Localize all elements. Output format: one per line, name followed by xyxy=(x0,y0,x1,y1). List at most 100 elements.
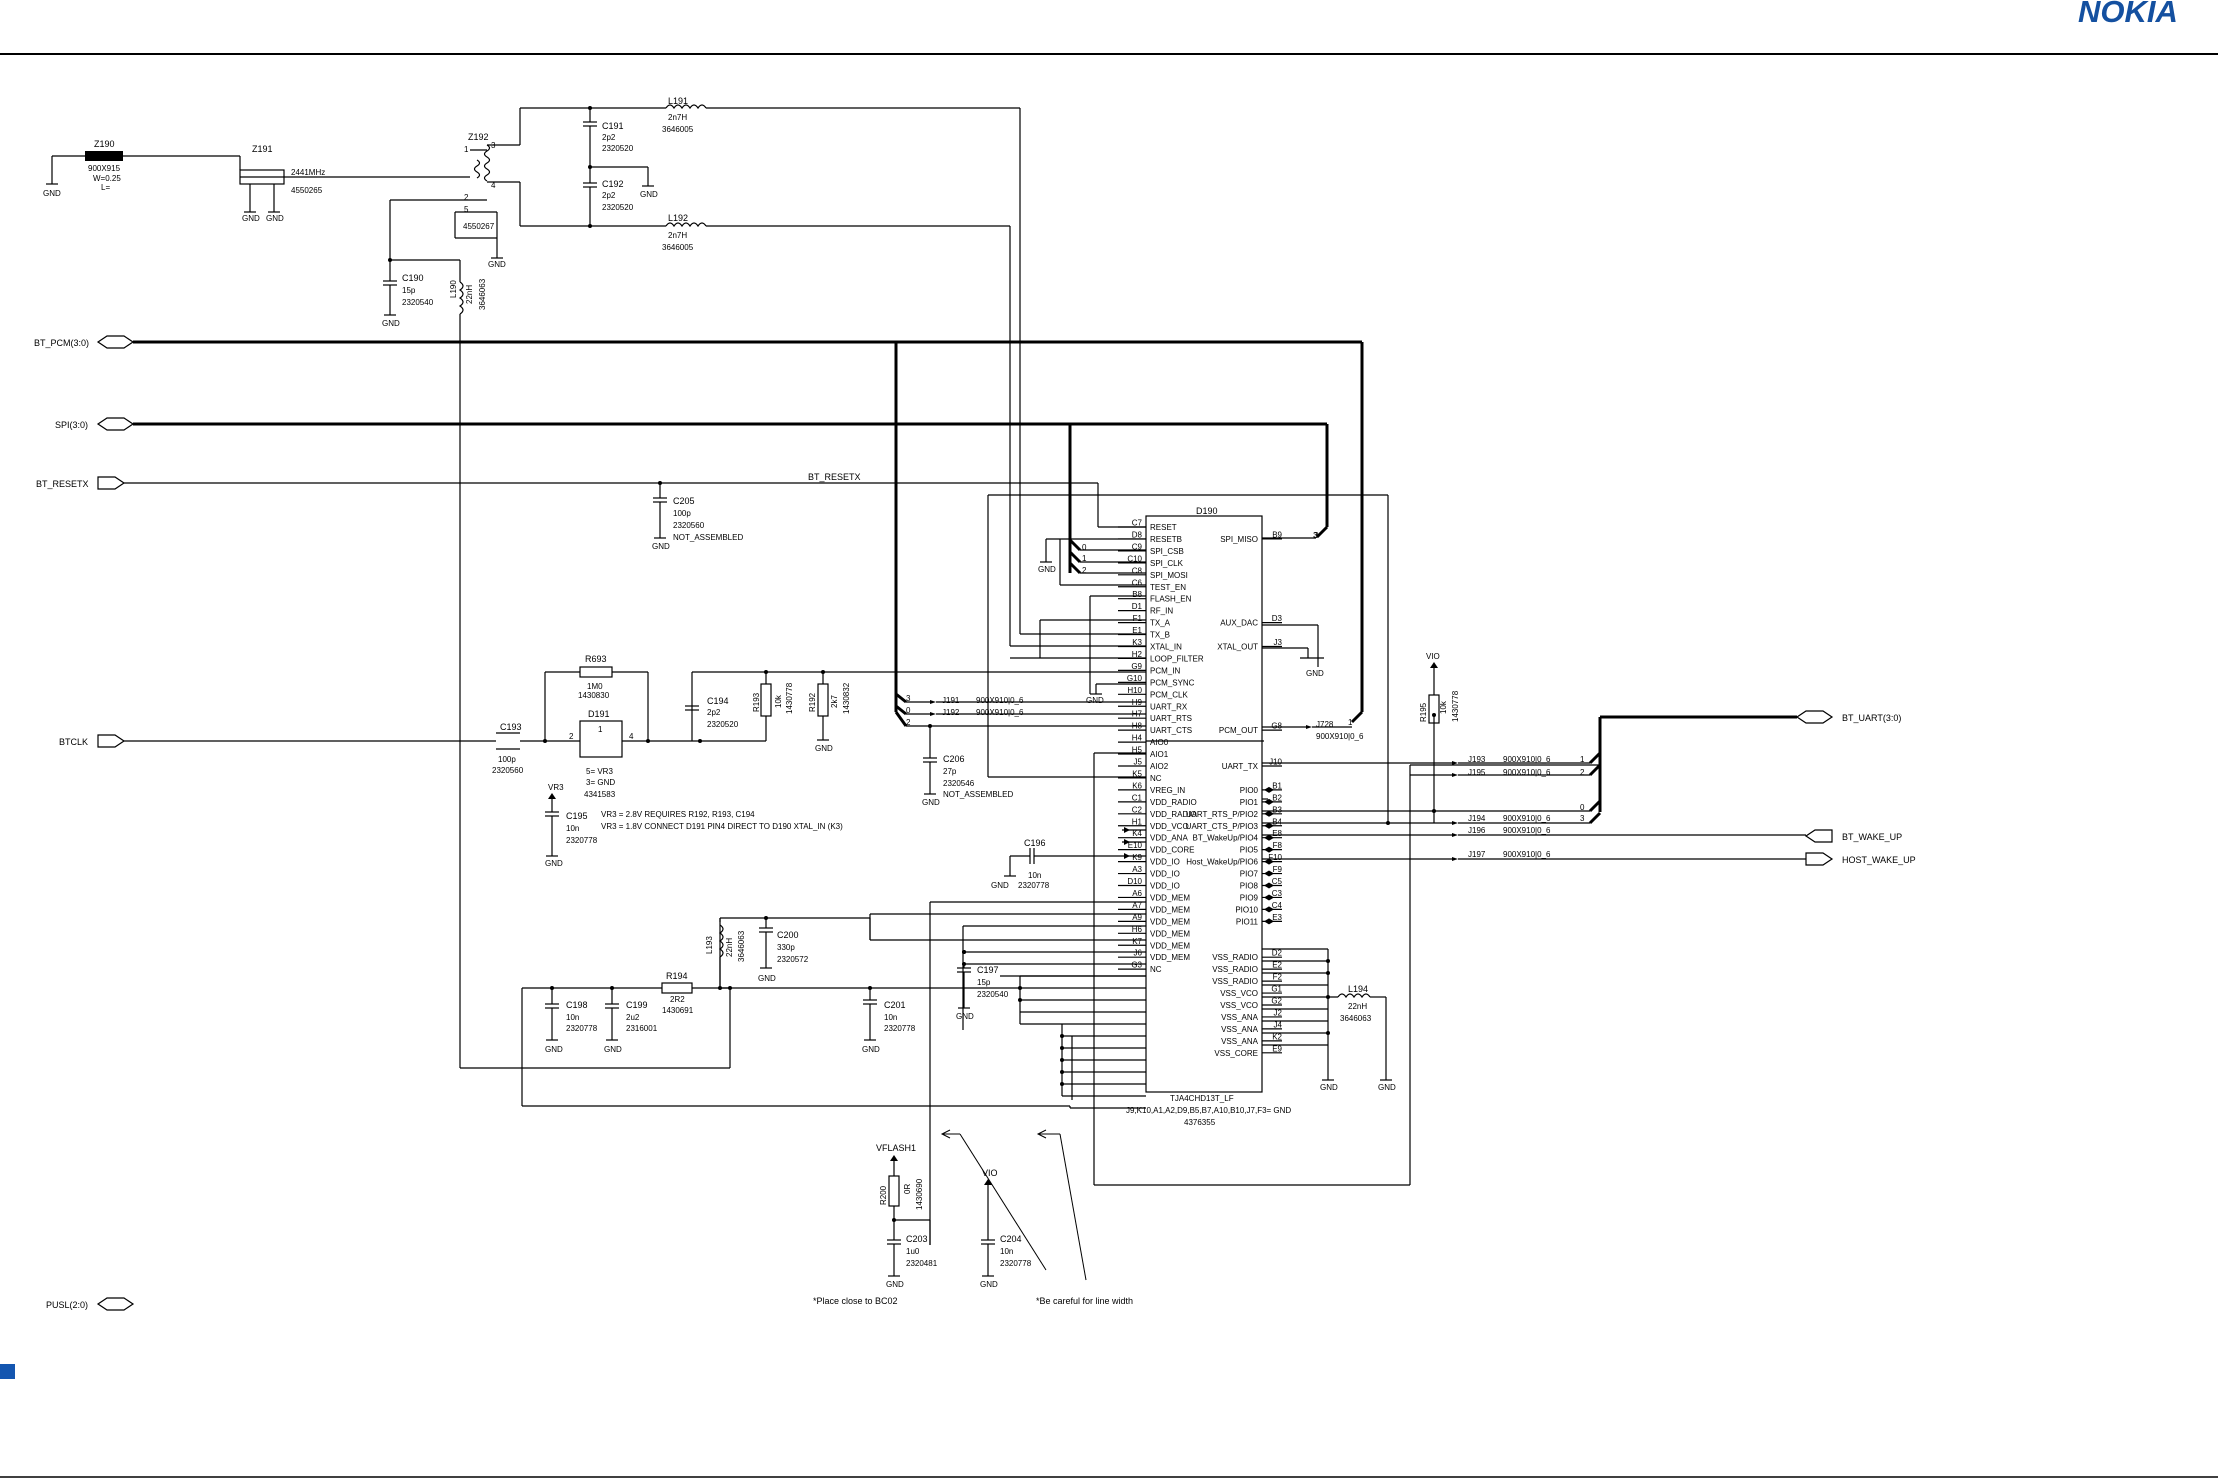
svg-text:C200: C200 xyxy=(777,930,799,940)
svg-text:FLASH_EN: FLASH_EN xyxy=(1150,595,1192,604)
svg-text:2320572: 2320572 xyxy=(777,955,809,964)
svg-text:C4: C4 xyxy=(1272,901,1283,910)
svg-text:3646063: 3646063 xyxy=(1340,1014,1372,1023)
svg-text:PCM_OUT: PCM_OUT xyxy=(1219,726,1258,735)
svg-text:J197: J197 xyxy=(1468,850,1486,859)
svg-text:VSS_ANA: VSS_ANA xyxy=(1221,1013,1259,1022)
svg-text:10n: 10n xyxy=(1000,1247,1013,1256)
svg-text:GND: GND xyxy=(1320,1083,1338,1092)
svg-text:K2: K2 xyxy=(1272,1032,1282,1041)
svg-text:GND: GND xyxy=(922,798,940,807)
svg-text:L191: L191 xyxy=(668,96,688,106)
svg-text:GND: GND xyxy=(886,1280,904,1289)
svg-text:900X910|0_6: 900X910|0_6 xyxy=(1503,850,1551,859)
svg-text:22nH: 22nH xyxy=(465,285,474,304)
svg-text:2R2: 2R2 xyxy=(670,995,685,1004)
svg-text:G1: G1 xyxy=(1271,985,1282,994)
svg-text:Z190: Z190 xyxy=(94,139,115,149)
svg-text:2: 2 xyxy=(569,732,574,741)
svg-text:PIO11: PIO11 xyxy=(1236,917,1259,926)
svg-text:J10: J10 xyxy=(1269,758,1282,767)
svg-text:F2: F2 xyxy=(1273,973,1283,982)
svg-text:Z191: Z191 xyxy=(252,144,273,154)
svg-text:J6: J6 xyxy=(1134,949,1143,958)
svg-text:J191: J191 xyxy=(942,696,960,705)
svg-text:2320778: 2320778 xyxy=(884,1024,916,1033)
svg-text:2320560: 2320560 xyxy=(492,766,524,775)
svg-text:3646063: 3646063 xyxy=(478,278,487,310)
svg-text:XTAL_IN: XTAL_IN xyxy=(1150,643,1182,652)
svg-text:C201: C201 xyxy=(884,1000,906,1010)
svg-text:H10: H10 xyxy=(1127,686,1142,695)
svg-text:C192: C192 xyxy=(602,179,624,189)
pusl-connector: PUSL(2:0) xyxy=(46,1297,135,1311)
svg-text:VFLASH1: VFLASH1 xyxy=(876,1143,916,1153)
pcm-rip: 3 0 2 xyxy=(894,342,1364,727)
svg-text:L192: L192 xyxy=(668,213,688,223)
svg-text:H1: H1 xyxy=(1132,817,1143,826)
svg-text:C3: C3 xyxy=(1272,889,1283,898)
svg-text:G2: G2 xyxy=(1271,997,1282,1006)
svg-text:C206: C206 xyxy=(943,754,965,764)
svg-text:3: 3 xyxy=(1314,531,1319,540)
svg-text:5: 5 xyxy=(464,205,469,214)
svg-text:GND: GND xyxy=(652,542,670,551)
svg-text:E1: E1 xyxy=(1132,626,1142,635)
svg-text:D2: D2 xyxy=(1272,949,1283,958)
svg-text:B3: B3 xyxy=(1272,805,1282,814)
svg-text:VDD_CORE: VDD_CORE xyxy=(1150,846,1194,855)
svg-text:VSS_RADIO: VSS_RADIO xyxy=(1212,953,1258,962)
svg-text:AUX_DAC: AUX_DAC xyxy=(1220,619,1258,628)
d190-part: 4376355 xyxy=(1184,1118,1216,1127)
svg-text:4341583: 4341583 xyxy=(584,790,616,799)
svg-text:RESET: RESET xyxy=(1150,523,1177,532)
svg-text:H7: H7 xyxy=(1132,710,1143,719)
svg-text:D8: D8 xyxy=(1132,530,1143,539)
svg-text:Z192: Z192 xyxy=(468,132,489,142)
svg-text:VSS_RADIO: VSS_RADIO xyxy=(1212,965,1258,974)
svg-text:A6: A6 xyxy=(1132,889,1142,898)
svg-text:R200: R200 xyxy=(879,1185,888,1205)
svg-text:Host_WakeUp/PIO6: Host_WakeUp/PIO6 xyxy=(1186,858,1258,867)
svg-text:0: 0 xyxy=(1082,543,1087,552)
svg-text:UART_RTS_P/PIO2: UART_RTS_P/PIO2 xyxy=(1186,810,1259,819)
svg-text:PUSL(2:0): PUSL(2:0) xyxy=(46,1300,88,1310)
svg-text:A9: A9 xyxy=(1132,913,1142,922)
svg-text:GND: GND xyxy=(266,214,284,223)
svg-text:22nH: 22nH xyxy=(725,938,734,957)
svg-text:GND: GND xyxy=(488,260,506,269)
svg-text:1430778: 1430778 xyxy=(785,682,794,714)
svg-text:R195: R195 xyxy=(1419,702,1428,722)
svg-text:10k: 10k xyxy=(774,694,783,708)
svg-text:2: 2 xyxy=(1580,768,1585,777)
svg-text:C203: C203 xyxy=(906,1234,928,1244)
svg-text:VDD_VCO: VDD_VCO xyxy=(1150,822,1189,831)
svg-text:10n: 10n xyxy=(1028,871,1041,880)
svg-text:900X910|0_6: 900X910|0_6 xyxy=(976,696,1024,705)
svg-text:UART_CTS_P/PIO3: UART_CTS_P/PIO3 xyxy=(1186,822,1259,831)
svg-text:K4: K4 xyxy=(1132,829,1142,838)
svg-text:TX_A: TX_A xyxy=(1150,619,1171,628)
svg-text:VDD_IO: VDD_IO xyxy=(1150,870,1180,879)
